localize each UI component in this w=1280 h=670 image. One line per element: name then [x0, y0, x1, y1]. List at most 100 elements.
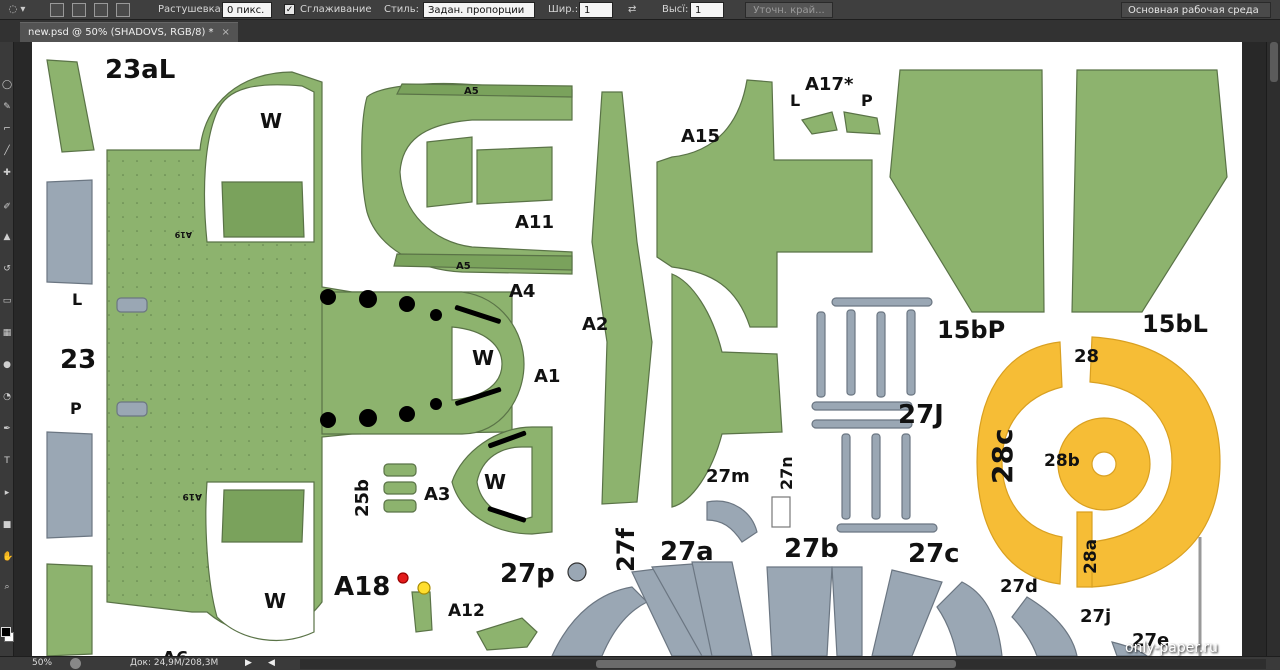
part-a5-bottom — [393, 253, 573, 271]
new-selection-icon[interactable] — [50, 3, 64, 17]
part-27j-bar-top — [831, 297, 933, 307]
label-a1: A1 — [534, 366, 560, 387]
part-a18-yellow-knob — [417, 581, 431, 595]
label-25b: 25b — [352, 479, 373, 517]
label-28: 28 — [1074, 346, 1099, 367]
label-15bP: 15bP — [937, 316, 1005, 344]
document-canvas[interactable]: 23aL W A5 A5 A11 A4 A15 A17* L P 15bP 15… — [32, 42, 1242, 656]
label-w-1: W — [260, 109, 282, 133]
zoom-level[interactable]: 50% — [32, 658, 53, 668]
label-a11: A11 — [515, 212, 554, 233]
part-15bP — [889, 69, 1045, 313]
part-28 — [1089, 336, 1221, 588]
document-tab[interactable]: new.psd @ 50% (SHADOVS, RGB/8) * × — [20, 22, 238, 42]
antialias-label: Сглаживание — [300, 4, 372, 15]
part-a15 — [656, 79, 873, 328]
watermark: only-paper.ru — [1125, 640, 1218, 656]
label-a6: A6 — [162, 648, 188, 656]
shape-tool-icon[interactable]: ■ — [2, 520, 12, 530]
pen-tool-icon[interactable]: ✒ — [3, 424, 11, 434]
zoom-tool-icon[interactable]: ⌕ — [4, 582, 10, 592]
label-w-4: W — [264, 589, 286, 613]
part-23-pocket-top — [221, 181, 305, 238]
label-w-3: W — [484, 470, 506, 494]
document-tab-title: new.psd @ 50% (SHADOVS, RGB/8) * — [28, 27, 214, 38]
intersect-selection-icon[interactable] — [116, 3, 130, 17]
part-a17-left — [801, 111, 838, 135]
part-27m — [706, 500, 758, 543]
label-27f: 27f — [612, 528, 640, 572]
canvas-area[interactable]: 23aL W A5 A5 A11 A4 A15 A17* L P 15bP 15… — [14, 42, 1266, 656]
part-strip-bottom-left — [46, 563, 93, 656]
history-brush-icon[interactable]: ↺ — [3, 264, 11, 274]
gradient-tool-icon[interactable]: ▦ — [2, 328, 12, 338]
vertical-scrollbar[interactable] — [1266, 42, 1280, 656]
crop-tool-icon[interactable]: ⌐ — [3, 124, 11, 134]
healing-brush-icon[interactable]: ✚ — [3, 168, 11, 178]
status-menu-arrow-icon[interactable]: ▶ — [245, 658, 252, 668]
part-25b-1 — [383, 463, 417, 477]
label-a17: A17* — [805, 74, 854, 95]
status-info-icon[interactable] — [70, 658, 81, 669]
width-input[interactable]: 1 — [579, 2, 613, 18]
swap-icon[interactable]: ⇄ — [628, 4, 637, 15]
marquee-tool-icon[interactable]: ◌ ▾ — [8, 4, 26, 15]
height-input[interactable]: 1 — [690, 2, 724, 18]
label-15bL: 15bL — [1142, 310, 1208, 338]
clone-stamp-icon[interactable]: ▲ — [3, 232, 11, 242]
horizontal-scrollbar[interactable] — [300, 659, 1266, 669]
eyedropper-icon[interactable]: ╱ — [4, 146, 10, 156]
dodge-tool-icon[interactable]: ◔ — [3, 392, 11, 402]
refine-edge-button[interactable]: Уточн. край... — [745, 2, 833, 18]
part-27c-ring — [871, 569, 943, 656]
label-23aL: 23aL — [105, 55, 175, 85]
subtract-selection-icon[interactable] — [94, 3, 108, 17]
part-a3-window — [476, 446, 533, 521]
eraser-icon[interactable]: ▭ — [2, 296, 12, 306]
vertical-scroll-thumb[interactable] — [1270, 42, 1278, 82]
style-select[interactable]: Задан. пропорции⇕ — [423, 2, 535, 32]
add-selection-icon[interactable] — [72, 3, 86, 17]
feather-input[interactable]: 0 пикс. — [222, 2, 272, 18]
type-tool-icon[interactable]: T — [4, 456, 10, 466]
quick-select-icon[interactable]: ✎ — [3, 102, 11, 112]
part-27b-ring-2 — [831, 566, 863, 656]
brush-tool-icon[interactable]: ✐ — [3, 202, 11, 212]
label-w-2: W — [472, 346, 494, 370]
workspace-switcher[interactable]: Основная рабочая среда — [1121, 2, 1271, 18]
part-a11-insert — [426, 136, 553, 208]
width-label: Шир.: — [548, 4, 579, 15]
height-label: Высї: — [662, 4, 689, 15]
label-a19-bottom: A19 — [183, 491, 203, 501]
label-a15: A15 — [681, 126, 720, 147]
foreground-color-swatch[interactable] — [1, 627, 11, 637]
label-27p: 27p — [500, 559, 555, 589]
label-a12: A12 — [448, 601, 485, 621]
part-27j-bar-bottom — [836, 523, 938, 533]
lasso-tool-icon[interactable]: ◯ — [2, 80, 13, 90]
close-icon[interactable]: × — [221, 27, 230, 38]
hand-tool-icon[interactable]: ✋ — [2, 552, 14, 562]
feather-label: Растушевка: — [158, 4, 225, 15]
scroll-left-arrow-icon[interactable]: ◀ — [268, 658, 275, 668]
label-28a: 28a — [1081, 539, 1101, 574]
label-a18: A18 — [334, 572, 390, 602]
label-27m: 27m — [706, 466, 750, 487]
part-27e-ring — [1111, 641, 1148, 656]
label-p: P — [70, 399, 82, 418]
antialias-checkbox[interactable]: ✓ — [284, 4, 295, 15]
label-27a: 27a — [660, 537, 714, 567]
part-a17-right — [843, 111, 881, 135]
part-a4-a11 — [361, 83, 573, 275]
part-27j-bar-mid — [811, 401, 913, 411]
part-27j-bar-low — [811, 419, 913, 429]
part-strip-top-left — [46, 59, 95, 153]
part-a2 — [591, 91, 653, 505]
part-23-pocket-bottom — [221, 489, 305, 543]
style-select-value: Задан. пропорции — [428, 5, 525, 16]
label-27n: 27n — [777, 456, 796, 490]
blur-tool-icon[interactable]: ● — [3, 360, 11, 370]
part-a12 — [476, 617, 538, 651]
horizontal-scroll-thumb[interactable] — [596, 660, 956, 668]
path-select-icon[interactable]: ▸ — [4, 488, 10, 498]
